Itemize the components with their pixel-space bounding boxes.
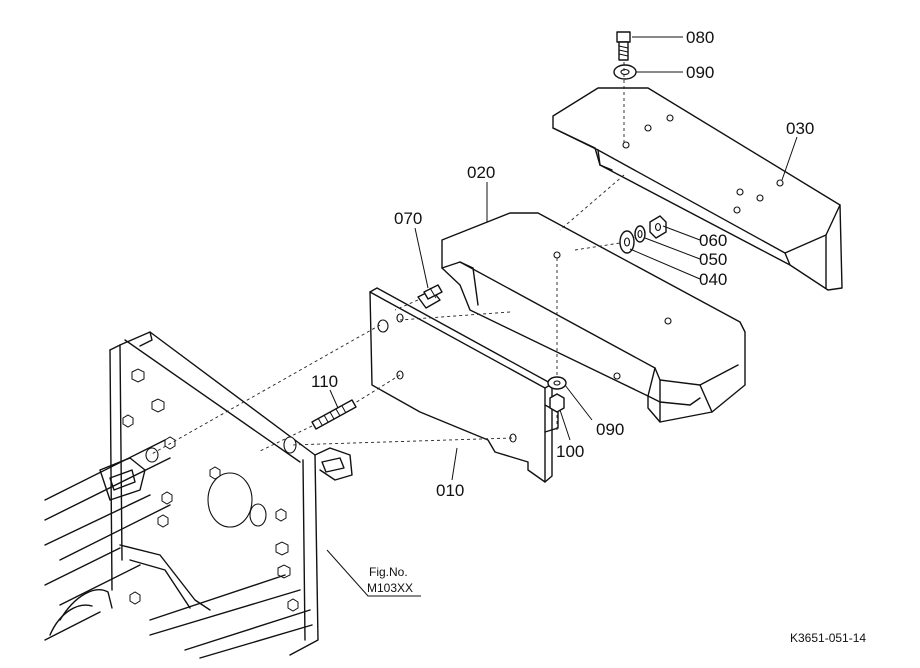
part-070-fitting	[417, 284, 443, 309]
callout-050: 050	[699, 250, 727, 269]
callout-040: 040	[699, 270, 727, 289]
callout-110: 110	[311, 372, 338, 391]
callout-labels: 080 090 030 020 070 060 050 040 110 090 …	[311, 28, 814, 500]
callout-020: 020	[467, 163, 495, 182]
drawing-code: K3651-051-14	[790, 631, 866, 645]
part-050-lockwasher	[634, 225, 646, 243]
callout-070: 070	[394, 209, 422, 228]
part-030-weight	[552, 87, 843, 291]
part-020-weight	[441, 212, 746, 423]
callout-060: 060	[699, 231, 727, 250]
leader-lines	[326, 36, 798, 597]
tractor-frame	[44, 331, 353, 659]
fig-no-value: M103XX	[367, 581, 413, 595]
fig-no-label: Fig.No.	[369, 565, 408, 579]
part-060-nut	[649, 215, 667, 239]
callout-030: 030	[786, 119, 814, 138]
part-090-washer-bottom	[547, 376, 567, 390]
callout-100: 100	[556, 442, 584, 461]
callout-090-top: 090	[686, 63, 714, 82]
part-100-nut	[549, 393, 565, 413]
callout-080: 080	[686, 28, 714, 47]
assembly-lines	[149, 62, 625, 456]
callout-090-bottom: 090	[596, 420, 624, 439]
part-080-bolt	[616, 31, 631, 61]
part-040-washer	[619, 230, 635, 254]
part-110-stud	[311, 399, 357, 430]
callout-010: 010	[436, 481, 464, 500]
part-090-washer-top	[613, 64, 637, 80]
figure-reference: Fig.No. M103XX	[367, 565, 413, 595]
